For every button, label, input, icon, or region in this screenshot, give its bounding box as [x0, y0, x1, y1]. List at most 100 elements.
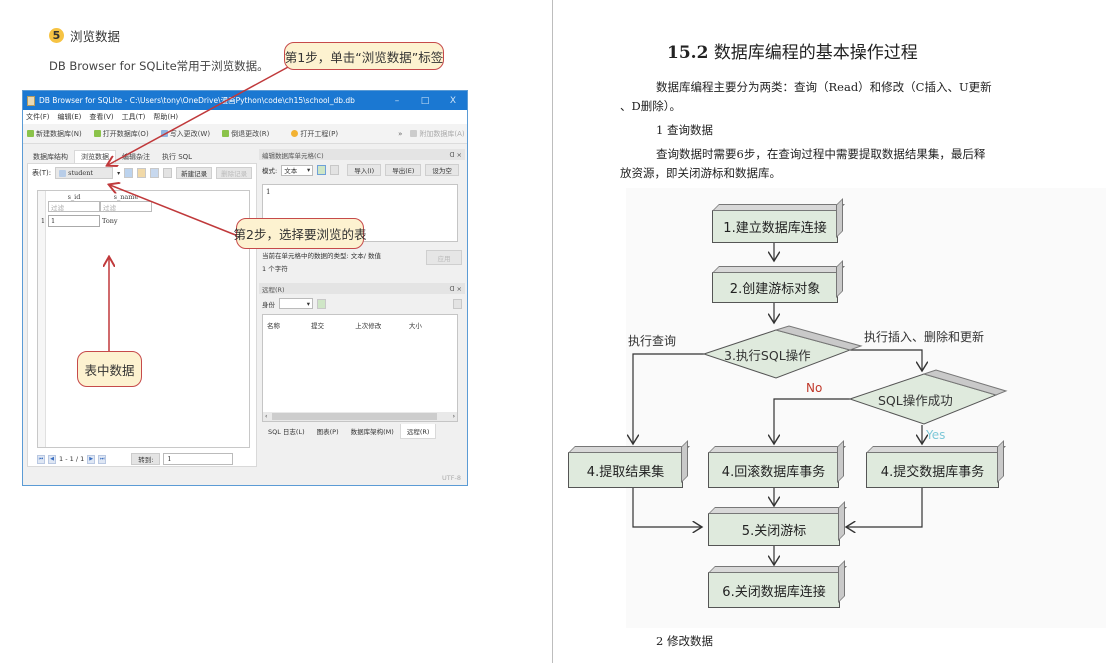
cell-size-info: 1 个字符: [262, 265, 288, 273]
add-identity-icon[interactable]: [317, 298, 326, 309]
apply-button[interactable]: 应用: [426, 250, 462, 265]
menu-help[interactable]: 帮助(H): [153, 113, 179, 121]
flowchart: 1.建立数据库连接 2.创建游标对象 3.执行SQL操作 SQL操作成功 执行查…: [568, 188, 1106, 628]
clear-filters-icon[interactable]: [137, 168, 147, 178]
next-page-icon[interactable]: ▶: [87, 454, 96, 464]
pager: ⏮ ◀ 1 - 1 / 1 ▶ ⏭ 转到: 1: [37, 453, 234, 465]
open-project-button[interactable]: 打开工程(P): [291, 129, 338, 139]
table-select[interactable]: student: [55, 167, 114, 179]
scrollbar-thumb[interactable]: [272, 413, 437, 420]
write-changes-label: 写入更改(W): [169, 129, 211, 138]
section-heading: 5 浏览数据: [49, 26, 120, 45]
word-wrap-icon[interactable]: [330, 165, 340, 175]
tab-remote[interactable]: 远程(R): [399, 424, 437, 439]
mode-select-value: 文本: [284, 167, 298, 175]
filter-input-s-name[interactable]: 过滤: [100, 201, 152, 212]
cell-info: 当前在单元格中的数据的类型: 文本/ 数值 1 个字符 应用: [262, 250, 462, 273]
refresh-icon[interactable]: [124, 168, 134, 178]
column-header-commit[interactable]: 提交: [311, 322, 325, 330]
close-button[interactable]: X: [449, 95, 457, 106]
edit-cell-dock-title: 编辑数据库单元格(C): [262, 151, 324, 160]
subheading-query: 1 查询数据: [656, 123, 713, 137]
revert-changes-label: 倒退更改(R): [231, 129, 270, 138]
column-header-s-name[interactable]: s_name: [113, 193, 139, 201]
attach-database-button[interactable]: 附加数据库(A): [410, 129, 465, 139]
export-button[interactable]: 导出(E): [385, 164, 422, 176]
push-icon[interactable]: [453, 298, 462, 309]
menu-edit[interactable]: 编辑(E): [57, 113, 82, 121]
minimize-button[interactable]: –: [394, 95, 400, 106]
set-null-button[interactable]: 设为空: [425, 164, 459, 176]
column-header-size[interactable]: 大小: [408, 322, 422, 330]
new-db-icon: [27, 130, 34, 137]
cell-s-id[interactable]: 1: [48, 215, 100, 227]
label-no: No: [806, 381, 823, 395]
new-record-button[interactable]: 新建记录: [176, 167, 213, 179]
goto-input[interactable]: 1: [163, 453, 234, 465]
menu-file[interactable]: 文件(F): [26, 113, 50, 121]
horizontal-scrollbar[interactable]: ‹ ›: [263, 412, 457, 421]
auto-format-icon[interactable]: [317, 165, 327, 175]
maximize-button[interactable]: □: [420, 95, 430, 106]
callout-table-data: 表中数据: [77, 351, 142, 387]
callout-step2: 第2步，选择要浏览的表: [234, 218, 366, 249]
identity-label: 身份: [262, 300, 275, 309]
write-changes-icon: [160, 130, 168, 137]
column-header-last-modified[interactable]: 上次修改: [355, 322, 382, 330]
chapter-heading: 15.2 数据库编程的基本操作过程: [667, 38, 918, 63]
node-create-cursor: 2.创建游标对象: [712, 272, 838, 303]
previous-page-icon[interactable]: ◀: [48, 454, 56, 464]
remote-dock: 身份 ▾ 名称 提交 上次修改 大小 ‹: [259, 294, 465, 443]
new-database-button[interactable]: 新建数据库(N): [27, 129, 82, 139]
tab-execute-sql[interactable]: 执行 SQL: [162, 152, 193, 161]
dock-float-close-icon[interactable]: ᗡ ×: [449, 150, 463, 159]
identity-select[interactable]: ▾: [279, 298, 313, 309]
tab-sql-log[interactable]: SQL 日志(L): [268, 428, 305, 436]
window-titlebar: DB Browser for SQLite - C:\Users\tony\On…: [23, 91, 467, 110]
tab-plot[interactable]: 图表(P): [316, 428, 339, 436]
tab-browse-data[interactable]: 浏览数据: [74, 150, 116, 163]
right-page: 15.2 数据库编程的基本操作过程 数据库编程主要分为两类：查询（Read）和修…: [554, 0, 1109, 663]
open-db-icon: [93, 130, 101, 137]
import-button[interactable]: 导入(I): [347, 164, 382, 176]
node-sql-success: SQL操作成功: [878, 393, 953, 408]
save-filter-icon[interactable]: [150, 168, 160, 178]
scroll-right-icon[interactable]: ›: [452, 413, 455, 420]
section-description: DB Browser for SQLite常用于浏览数据。: [49, 59, 269, 73]
filter-input-s-id[interactable]: 过滤: [48, 201, 100, 212]
edit-cell-dock-header: 编辑数据库单元格(C) ᗡ ×: [259, 149, 465, 160]
data-grid: s_id s_name 过滤 过滤 1 1 Tony: [37, 190, 250, 448]
revert-changes-button[interactable]: 倒退更改(R): [222, 129, 269, 139]
node-execute-sql: 3.执行SQL操作: [724, 348, 811, 363]
dock-float-close-icon[interactable]: ᗡ ×: [449, 284, 463, 293]
grid-header: s_id s_name: [48, 193, 152, 201]
goto-button[interactable]: 转到:: [131, 453, 161, 465]
print-icon[interactable]: [163, 168, 173, 178]
mode-select[interactable]: 文本▾: [281, 164, 314, 176]
node-close-connection: 6.关闭数据库连接: [708, 572, 840, 608]
tab-db-schema[interactable]: 数据库架构(M): [350, 428, 394, 436]
menu-view[interactable]: 查看(V): [89, 113, 114, 121]
para2-line2: 放资源，即关闭游标和数据库。: [620, 166, 781, 180]
label-execute-query: 执行查询: [628, 334, 677, 348]
node-establish-connection: 1.建立数据库连接: [712, 210, 838, 243]
row-number: 1: [40, 217, 46, 225]
last-page-icon[interactable]: ⏭: [98, 454, 107, 464]
cell-s-name[interactable]: Tony: [102, 217, 118, 225]
attach-db-icon: [410, 130, 418, 137]
toolbar-overflow-button[interactable]: »: [398, 129, 403, 138]
column-header-name[interactable]: 名称: [267, 322, 280, 330]
remote-table: 名称 提交 上次修改 大小 ‹ ›: [262, 314, 458, 422]
scroll-left-icon[interactable]: ‹: [265, 413, 268, 420]
delete-record-button[interactable]: 删除记录: [216, 167, 253, 179]
tab-database-structure[interactable]: 数据库结构: [33, 152, 68, 161]
open-database-button[interactable]: 打开数据库(O): [93, 129, 149, 139]
first-page-icon[interactable]: ⏮: [37, 454, 45, 464]
edit-cell-toolbar: 模式: 文本▾ 导入(I) 导出(E) 设为空: [262, 164, 462, 176]
write-changes-button[interactable]: 写入更改(W): [160, 129, 211, 139]
tab-edit-pragmas[interactable]: 编辑杂注: [122, 152, 150, 161]
encoding-status: UTF-8: [442, 474, 461, 482]
para1-line2: 、D删除）。: [620, 99, 681, 113]
column-header-s-id[interactable]: s_id: [67, 193, 81, 201]
menu-tools[interactable]: 工具(T): [121, 113, 146, 121]
